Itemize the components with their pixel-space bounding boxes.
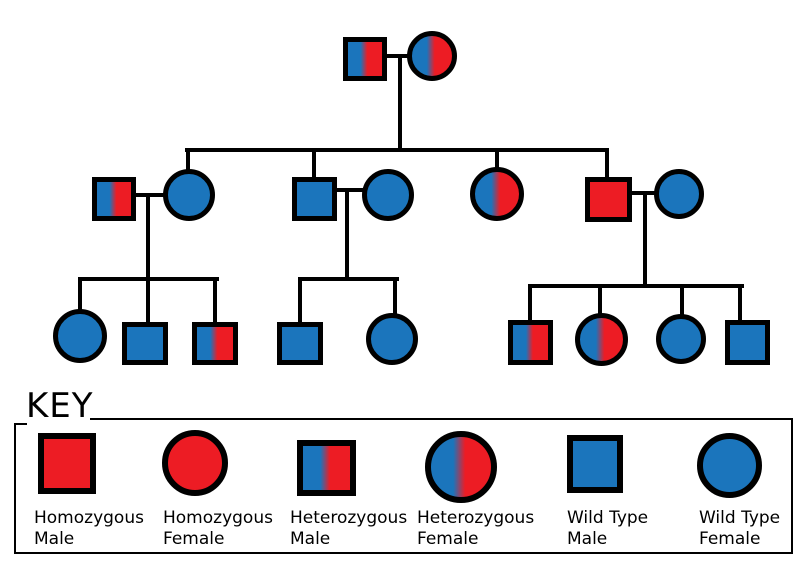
- key-box-right-border: [791, 418, 793, 554]
- person-g3-child-7: [575, 313, 628, 366]
- descent-line-g1: [398, 56, 402, 150]
- marriage-line-g2-mid: [335, 188, 364, 192]
- person-g3-child-3: [192, 322, 238, 365]
- descent-line-g2-mid: [345, 190, 349, 279]
- child-drop: [186, 148, 190, 172]
- child-drop: [680, 286, 684, 317]
- child-drop: [213, 279, 217, 324]
- sibship-line-g3-mid: [298, 277, 399, 281]
- sibship-line-g2: [185, 148, 609, 152]
- child-drop: [605, 148, 609, 180]
- person-g3-child-2: [122, 322, 168, 365]
- sibship-line-g3-right: [528, 284, 744, 288]
- child-drop: [393, 279, 397, 316]
- person-g2-spouse-1: [92, 177, 136, 221]
- person-g2-child-3: [470, 167, 524, 221]
- person-g2-child-2: [292, 177, 337, 221]
- sibship-line-g3-left: [78, 277, 219, 281]
- child-drop: [528, 286, 532, 323]
- key-wildtype-female-icon: [697, 433, 762, 498]
- key-box-top-left-tick: [14, 423, 27, 425]
- child-drop: [298, 279, 302, 324]
- child-drop: [312, 148, 316, 180]
- person-g2-child-4: [585, 177, 632, 222]
- key-box-top-border: [90, 418, 791, 420]
- person-g3-child-4: [277, 322, 323, 365]
- person-g1-mother: [407, 31, 457, 81]
- person-g1-father: [343, 37, 387, 81]
- child-drop: [738, 286, 742, 322]
- descent-line-g2-right: [643, 193, 647, 286]
- key-homozygous-female-icon: [162, 430, 228, 496]
- person-g2-child-1: [163, 169, 215, 221]
- person-g3-child-5: [366, 313, 418, 365]
- person-g3-child-8: [656, 314, 706, 364]
- person-g3-child-1: [53, 309, 107, 363]
- key-wildtype-male-icon: [567, 435, 623, 493]
- key-title: KEY: [26, 386, 94, 426]
- person-g2-spouse-3: [654, 169, 704, 219]
- child-drop: [78, 279, 82, 312]
- key-heterozygous-female-icon: [425, 431, 497, 503]
- person-g3-child-6: [508, 320, 553, 365]
- person-g3-child-9: [725, 320, 770, 365]
- key-homozygous-male-icon: [38, 433, 96, 494]
- child-drop: [495, 148, 499, 172]
- descent-line-g2-left: [146, 195, 150, 324]
- person-g2-spouse-2: [362, 169, 414, 221]
- child-drop: [598, 286, 602, 316]
- key-heterozygous-male-icon: [297, 440, 356, 496]
- key-box-left-border: [14, 423, 16, 554]
- key-box-bottom-border: [14, 552, 793, 554]
